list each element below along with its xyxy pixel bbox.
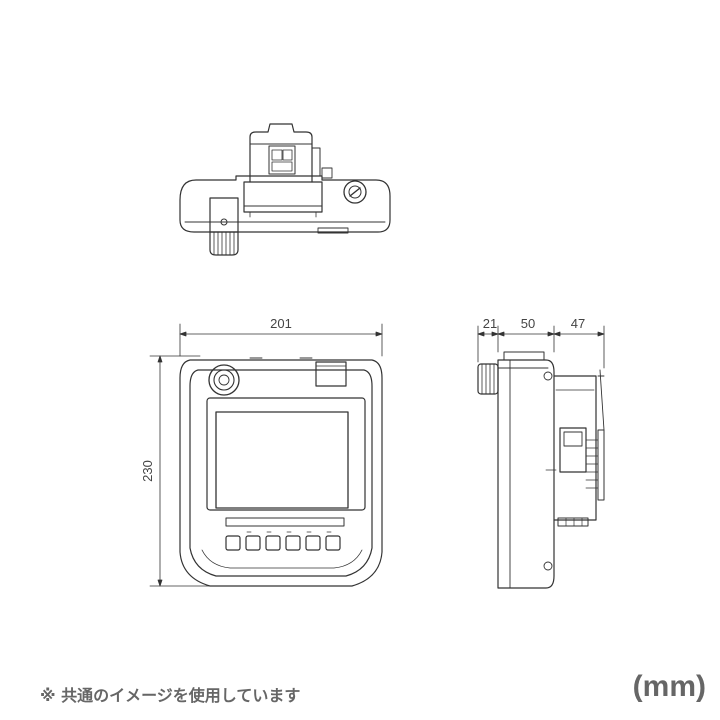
side-dimension	[477, 325, 605, 369]
key-switch-icon	[343, 180, 367, 204]
front-view-outer-shell	[179, 359, 383, 587]
side-view-connector	[559, 427, 587, 473]
display-screen	[215, 411, 349, 509]
image-note: ※ 共通のイメージを使用しています	[40, 686, 301, 705]
unit-label: (mm)	[632, 670, 706, 703]
top-view-knob-housing	[209, 197, 239, 233]
function-key	[265, 535, 281, 551]
top-view	[179, 123, 391, 256]
function-key	[225, 535, 241, 551]
side-back-label: 47	[571, 316, 585, 331]
side-body-label: 50	[521, 316, 535, 331]
front-view	[179, 357, 383, 587]
emergency-stop-outer-icon	[208, 364, 240, 396]
side-view-knob	[477, 363, 499, 395]
enable-switch-box	[315, 361, 347, 387]
front-view-inner-shell	[189, 369, 373, 577]
function-key-strip	[225, 517, 345, 527]
display-bezel	[206, 397, 366, 511]
top-view-body	[179, 175, 391, 233]
side-view	[477, 351, 605, 589]
width-label: 201	[270, 316, 292, 331]
height-dimension	[149, 355, 211, 587]
function-key	[305, 535, 321, 551]
top-view-knob	[209, 231, 239, 256]
side-front-label: 21	[483, 316, 497, 331]
top-view-box	[243, 181, 323, 213]
function-key	[325, 535, 341, 551]
height-label: 230	[140, 460, 155, 482]
top-view-tower	[249, 123, 313, 183]
side-view-body	[497, 359, 555, 589]
function-key	[245, 535, 261, 551]
width-dimension	[179, 323, 383, 357]
emergency-stop-icon	[213, 369, 235, 391]
function-key	[285, 535, 301, 551]
